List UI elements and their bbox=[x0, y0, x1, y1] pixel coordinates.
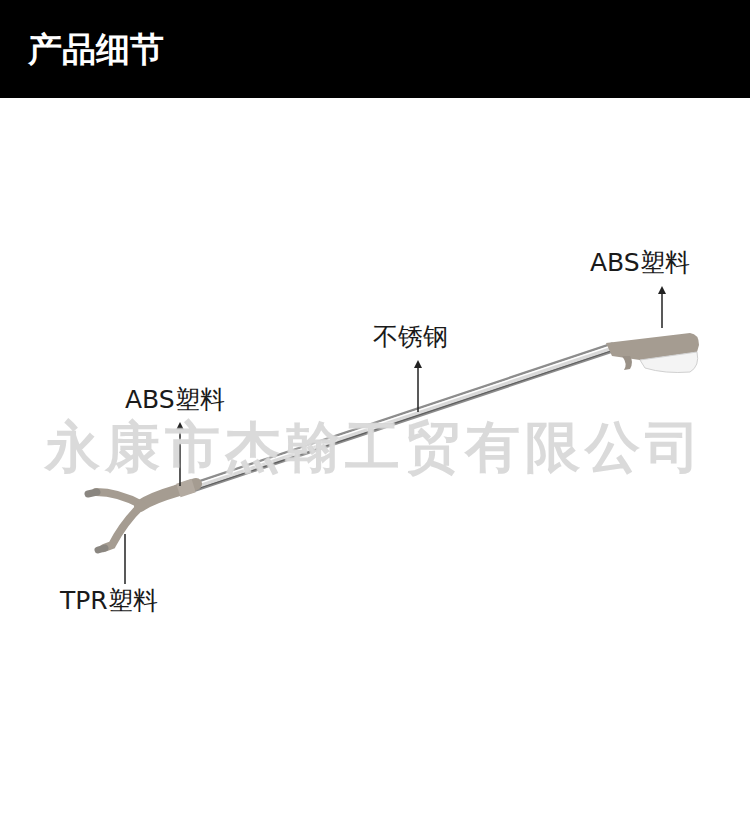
leader-line bbox=[417, 364, 419, 412]
page-title: 产品细节 bbox=[28, 29, 164, 70]
part-label: TPR塑料 bbox=[60, 586, 158, 616]
part-label: ABS塑料 bbox=[125, 385, 225, 415]
part-label: ABS塑料 bbox=[590, 248, 690, 278]
leader-line bbox=[661, 290, 663, 328]
part-label: 不锈钢 bbox=[373, 322, 448, 352]
leader-line bbox=[124, 534, 126, 584]
watermark: 永康市杰翰工贸有限公司 bbox=[45, 414, 705, 480]
